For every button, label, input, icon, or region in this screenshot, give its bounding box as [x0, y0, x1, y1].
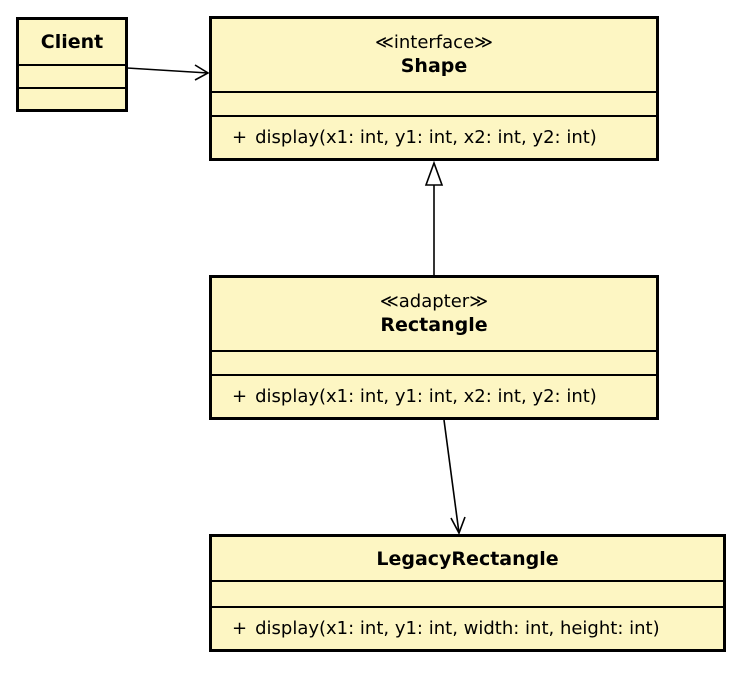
legacy-name-compartment: LegacyRectangle [212, 537, 723, 582]
stereotype-label: ≪adapter≫ [379, 291, 489, 312]
operation-signature: display(x1: int, y1: int, width: int, he… [255, 618, 660, 639]
visibility-public: + [232, 127, 248, 148]
shape-attributes-compartment [212, 93, 656, 117]
hollow-triangle-arrowhead [424, 160, 444, 186]
client-operations-compartment [19, 89, 125, 109]
operation-signature: display(x1: int, y1: int, x2: int, y2: i… [255, 127, 597, 148]
class-shape[interactable]: ≪interface≫ Shape + display(x1: int, y1:… [209, 16, 659, 161]
visibility-public: + [232, 618, 248, 639]
stereotype-label: ≪interface≫ [375, 32, 493, 53]
client-shape-association [126, 64, 210, 81]
rectangle-attributes-compartment [212, 352, 656, 376]
shape-operations-compartment: + display(x1: int, y1: int, x2: int, y2:… [212, 117, 656, 158]
client-name-compartment: Client [19, 20, 125, 66]
rectangle-operations-compartment: + display(x1: int, y1: int, x2: int, y2:… [212, 376, 656, 417]
legacy-attributes-compartment [212, 582, 723, 608]
class-name: Rectangle [380, 314, 488, 336]
legacy-operations-compartment: + display(x1: int, y1: int, width: int, … [212, 608, 723, 649]
class-legacy-rectangle[interactable]: LegacyRectangle + display(x1: int, y1: i… [209, 534, 726, 652]
class-client[interactable]: Client [16, 17, 128, 112]
operation-signature: display(x1: int, y1: int, x2: int, y2: i… [255, 386, 597, 407]
class-name: Client [40, 31, 104, 53]
client-attributes-compartment [19, 66, 125, 89]
visibility-public: + [232, 386, 248, 407]
class-name: Shape [400, 55, 468, 77]
class-rectangle[interactable]: ≪adapter≫ Rectangle + display(x1: int, y… [209, 275, 659, 420]
rectangle-legacy-association [443, 419, 466, 535]
rectangle-name-compartment: ≪adapter≫ Rectangle [212, 278, 656, 352]
rectangle-shape-realization [424, 160, 444, 276]
shape-name-compartment: ≪interface≫ Shape [212, 19, 656, 93]
class-name: LegacyRectangle [376, 547, 559, 570]
